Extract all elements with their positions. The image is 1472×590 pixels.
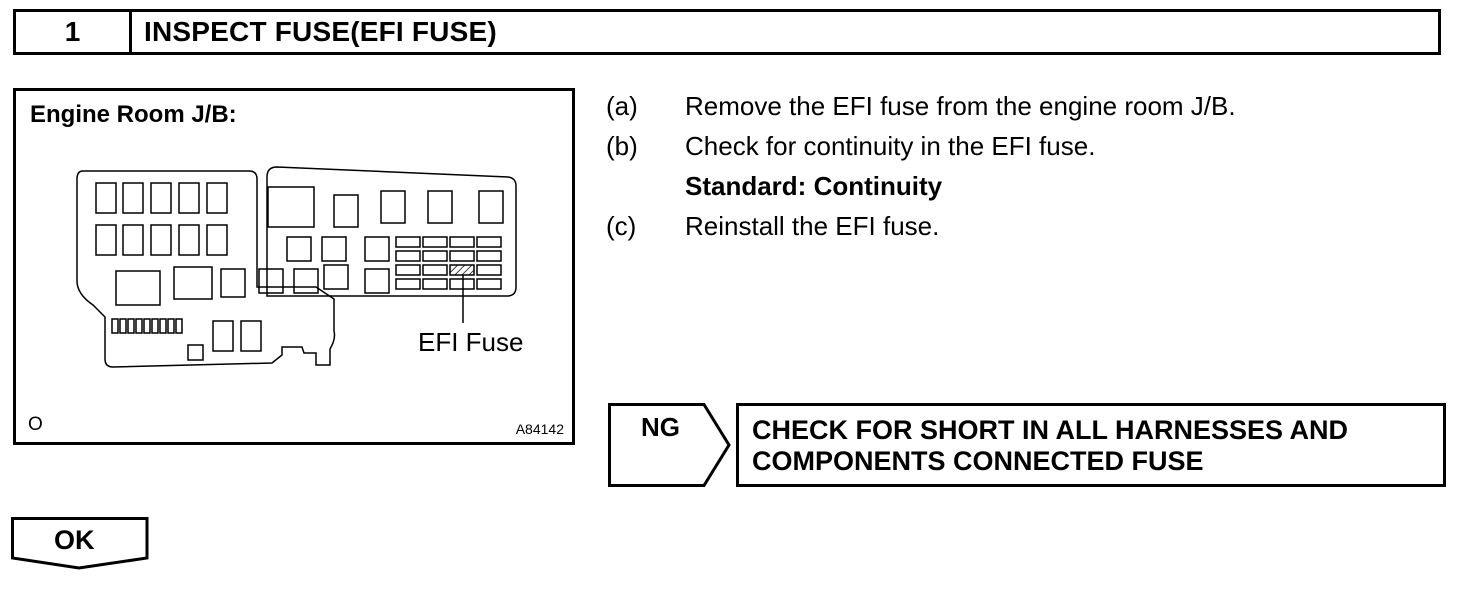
step-a: (a) Remove the EFI fuse from the engine … — [606, 86, 1236, 126]
figure-code: A84142 — [515, 421, 564, 437]
ok-arrow-shape — [11, 517, 149, 570]
junction-block-figure: Engine Room J/B: — [13, 88, 575, 445]
procedure-steps: (a) Remove the EFI fuse from the engine … — [606, 86, 1236, 246]
step-header: 1 INSPECT FUSE(EFI FUSE) — [13, 9, 1441, 55]
step-b: (b) Check for continuity in the EFI fuse… — [606, 126, 1236, 166]
figure-title: Engine Room J/B: — [30, 101, 237, 128]
jb-left-housing — [76, 170, 336, 368]
ng-action-box: CHECK FOR SHORT IN ALL HARNESSES AND COM… — [736, 403, 1446, 487]
standard-line: Standard: Continuity — [606, 166, 1236, 206]
efi-fuse-label: EFI Fuse — [418, 327, 524, 357]
ng-label: NG — [641, 412, 680, 442]
step-title: INSPECT FUSE(EFI FUSE) — [144, 16, 497, 47]
step-mark — [606, 166, 685, 206]
ng-action-line-1: CHECK FOR SHORT IN ALL HARNESSES AND — [752, 415, 1349, 445]
ng-action-line-2: COMPONENTS CONNECTED FUSE — [752, 446, 1204, 476]
jb-right-housing — [266, 166, 517, 297]
step-mark: (b) — [606, 131, 638, 161]
junction-block-diagram — [76, 166, 517, 368]
ng-result-arrow[interactable]: NG — [608, 403, 732, 492]
standard-text: Standard: Continuity — [685, 171, 943, 201]
ok-label: OK — [54, 525, 95, 555]
figure-corner-mark: O — [28, 414, 43, 435]
step-text: Remove the EFI fuse from the engine room… — [685, 91, 1236, 121]
ng-arrow-shape — [608, 403, 731, 487]
step-c: (c) Reinstall the EFI fuse. — [606, 206, 1236, 246]
step-text: Check for continuity in the EFI fuse. — [685, 131, 1096, 161]
efi-fuse-highlight — [449, 264, 475, 276]
step-number: 1 — [16, 12, 132, 52]
step-text: Reinstall the EFI fuse. — [685, 211, 940, 241]
step-mark: (a) — [606, 91, 638, 121]
ok-result-arrow[interactable]: OK — [11, 517, 151, 576]
step-mark: (c) — [606, 211, 637, 241]
